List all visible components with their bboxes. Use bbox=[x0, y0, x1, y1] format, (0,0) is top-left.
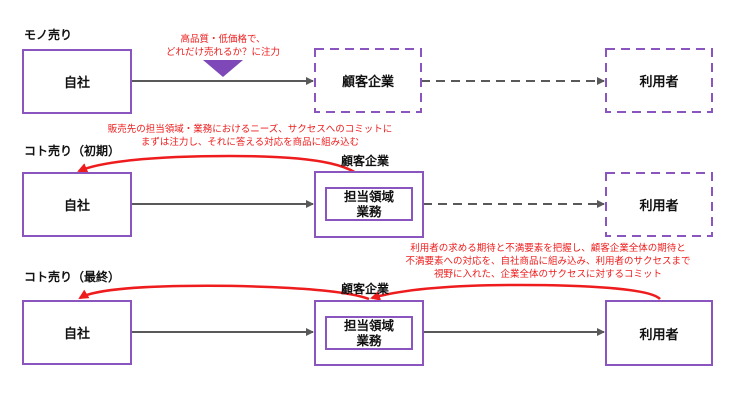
row3-feedback-curve-user-to-customer bbox=[370, 283, 661, 301]
row3-user-box: 利用者 bbox=[605, 300, 713, 366]
row3-self-label: 自社 bbox=[63, 327, 90, 342]
row2-department-line: 担当領域 bbox=[343, 189, 394, 204]
row1-title: モノ売り bbox=[24, 28, 73, 42]
row3-title: コト売り（最終） bbox=[24, 270, 121, 284]
row3-note-line: 利用者の求める期待と不満要素を把握し、顧客企業全体の期待と bbox=[410, 243, 686, 254]
row2-department-line: 業務 bbox=[356, 204, 382, 219]
row3-self-box: 自社 bbox=[22, 300, 132, 365]
row3-customer-department-box: 担当領域 業務 bbox=[325, 316, 413, 350]
row3-department-line: 担当領域 bbox=[343, 318, 394, 333]
row1-user-label: 利用者 bbox=[639, 75, 679, 90]
row3-user-label: 利用者 bbox=[639, 327, 679, 343]
row2-customer-caption: 顧客企業 bbox=[341, 154, 390, 168]
row1-user-box: 利用者 bbox=[605, 48, 713, 113]
row3-note-line: 不満要素への対応を、自社商品に組み込み、利用者のサクセスまで bbox=[405, 256, 691, 267]
row1-self-box: 自社 bbox=[22, 49, 132, 114]
row2-feedback-curve bbox=[77, 154, 371, 188]
focus-marker-triangle-icon bbox=[203, 60, 243, 77]
row3-customer-caption: 顧客企業 bbox=[341, 282, 390, 296]
row3-department-line: 業務 bbox=[356, 333, 382, 348]
row2-user-box: 利用者 bbox=[605, 172, 713, 237]
row2-customer-department-box: 担当領域 業務 bbox=[325, 187, 413, 221]
row2-self-box: 自社 bbox=[22, 172, 132, 237]
row2-note-line: まずは注力し、それに答える対応を商品に組み込む bbox=[140, 137, 360, 148]
row2-note: 販売先の担当領域・業務におけるニーズ、サクセスへのコミットに まずは注力し、それ… bbox=[100, 123, 400, 149]
row2-user-dashed-border bbox=[605, 172, 713, 237]
row1-note-line: どれだけ売れるか？に注力 bbox=[165, 47, 280, 58]
row1-user-dashed-border bbox=[605, 48, 713, 113]
row2-note-line: 販売先の担当領域・業務におけるニーズ、サクセスへのコミットに bbox=[107, 124, 393, 135]
row1-note-line: 高品質・低価格で、 bbox=[180, 34, 266, 45]
row3-feedback-curve-customer-to-self bbox=[78, 284, 370, 301]
row1-note: 高品質・低価格で、 どれだけ売れるか？に注力 bbox=[160, 33, 286, 59]
row2-title: コト売り（初期） bbox=[24, 144, 121, 158]
row2-self-label: 自社 bbox=[63, 199, 90, 214]
row1-self-label: 自社 bbox=[63, 76, 90, 91]
row3-note-line: 視野に入れた、企業全体のサクセスに対するコミット bbox=[433, 269, 662, 280]
row1-customer-box: 顧客企業 bbox=[314, 48, 422, 113]
row2-user-label: 利用者 bbox=[639, 199, 679, 214]
row1-customer-label: 顧客企業 bbox=[341, 75, 394, 90]
row1-customer-dashed-border bbox=[314, 48, 422, 113]
row3-note: 利用者の求める期待と不満要素を把握し、顧客企業全体の期待と 不満要素への対応を、… bbox=[398, 242, 698, 281]
